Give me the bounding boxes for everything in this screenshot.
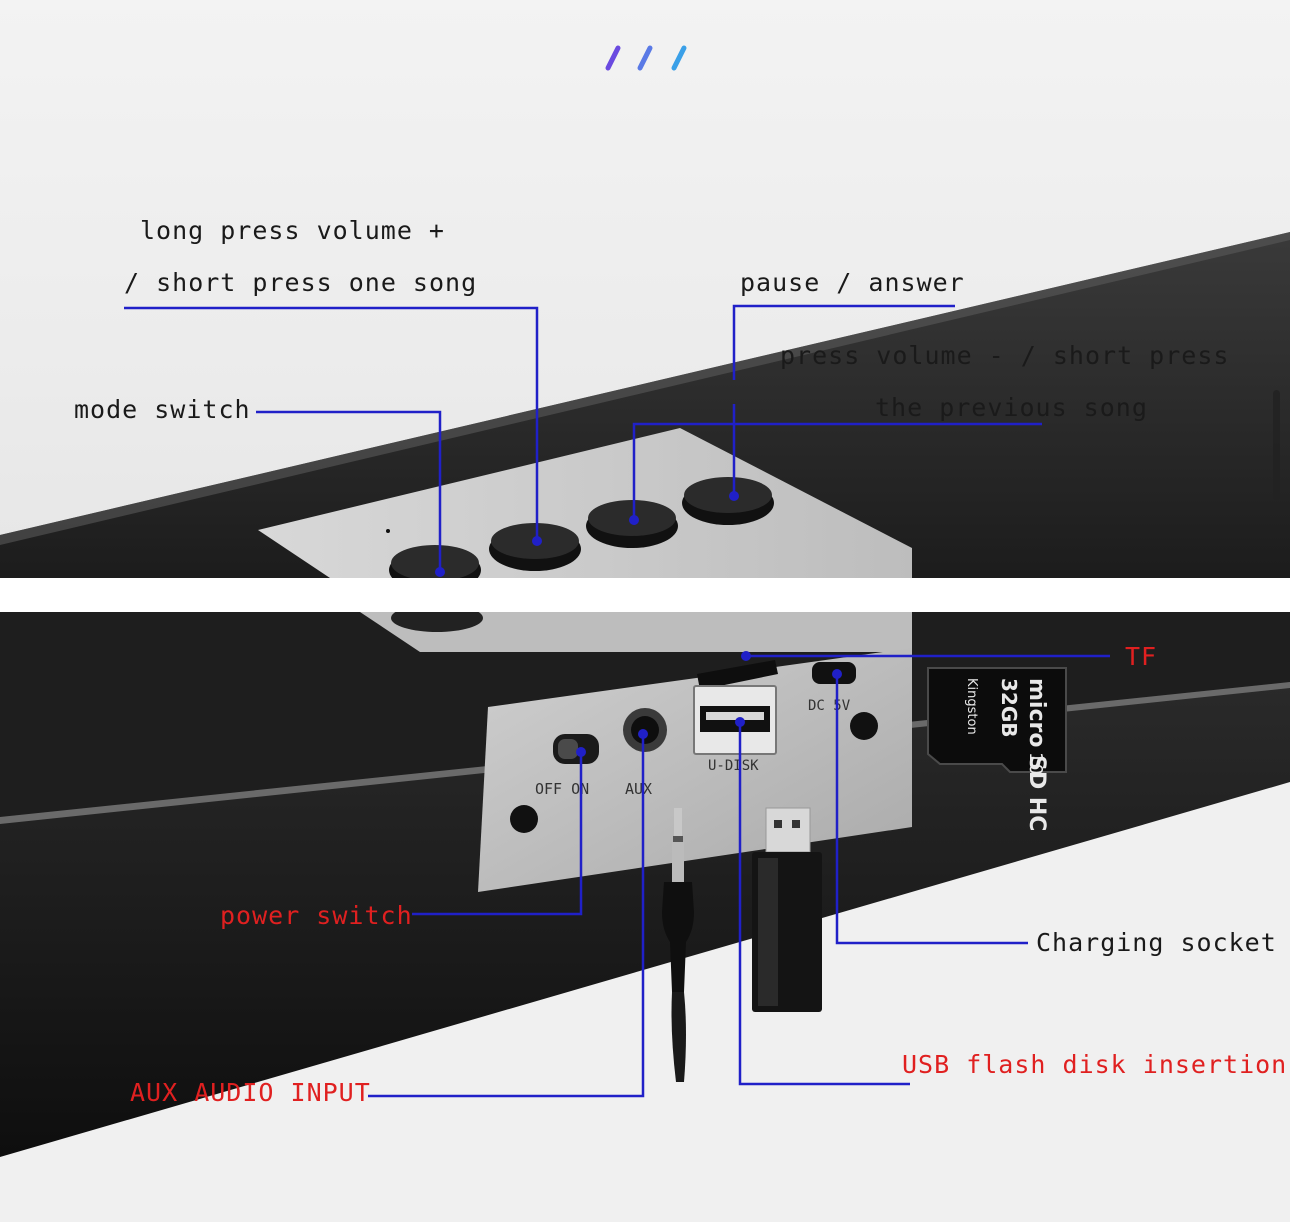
power-switch[interactable] — [553, 734, 599, 764]
label-usb-flash: USB flash disk insertion — [902, 1050, 1288, 1079]
label-long-press-line1: long press volume + — [140, 216, 445, 245]
screw-right — [850, 712, 878, 740]
bottom-leader-lines — [368, 654, 1110, 1098]
volume-up-button[interactable] — [489, 523, 581, 571]
leader-usb-flash — [738, 722, 910, 1086]
label-charging-socket: Charging socket — [1036, 928, 1277, 957]
aux-plug-icon — [662, 808, 694, 1082]
bottom-panel: OFF ON AUX U-DISK DC 5V micro SD HC — [0, 612, 1290, 1222]
leader-mode-switch — [256, 410, 442, 572]
micro-sd-card-icon: micro SD HC 32GB Kingston 10 — [927, 667, 1067, 831]
bottom-leader-dots — [576, 651, 842, 757]
plate-sliver — [360, 612, 912, 652]
aux-print: AUX — [625, 780, 652, 798]
control-plate — [258, 428, 912, 578]
leader-press-volume — [632, 422, 1042, 520]
soundbar-edge-highlight — [0, 232, 1290, 545]
sd-type: micro SD HC — [1024, 678, 1049, 831]
sd-brand: Kingston — [964, 678, 979, 735]
scrollbar-thumb[interactable] — [1273, 390, 1280, 500]
sd-class: 10 — [1025, 752, 1046, 775]
label-long-press-line2: / short press one song — [124, 268, 478, 297]
indicator-dot — [386, 529, 390, 533]
leader-power-switch — [412, 752, 583, 916]
label-mode-switch: mode switch — [74, 395, 251, 424]
soundbar-side — [0, 682, 1290, 1157]
label-tf: TF — [1125, 642, 1158, 671]
top-leader-lines — [124, 304, 1042, 572]
top-panel: long press volume + / short press one so… — [0, 0, 1290, 578]
mode-switch-button[interactable] — [389, 545, 481, 578]
usb-print: U-DISK — [708, 758, 759, 774]
label-press-volume-line2: the previous song — [875, 393, 1148, 422]
label-pause-answer: pause / answer — [740, 268, 965, 297]
screw-left — [510, 805, 538, 833]
bottom-illustration: OFF ON AUX U-DISK DC 5V micro SD HC — [0, 612, 1290, 1157]
label-aux-input: AUX AUDIO INPUT — [130, 1078, 371, 1107]
label-power-switch: power switch — [220, 901, 413, 930]
sd-capacity: 32GB — [997, 678, 1021, 738]
leader-pause-top — [732, 304, 955, 380]
slash-decoration — [605, 45, 687, 71]
mode-switch-button-sliver — [391, 612, 483, 632]
usb-stick-icon — [752, 807, 822, 1012]
power-print: OFF ON — [535, 780, 589, 798]
top-illustration — [0, 45, 1290, 578]
top-leader-dots — [435, 491, 739, 577]
usb-port[interactable] — [693, 685, 777, 755]
leader-long-press — [124, 306, 539, 540]
tf-slot[interactable] — [697, 660, 778, 690]
dc-print: DC 5V — [808, 698, 851, 714]
leader-charging-socket — [835, 674, 1028, 945]
label-press-volume-line1: press volume - / short press — [780, 341, 1230, 370]
leader-aux-input — [368, 734, 645, 1098]
pause-answer-button[interactable] — [682, 477, 774, 525]
soundbar-top-surface — [0, 232, 1290, 578]
